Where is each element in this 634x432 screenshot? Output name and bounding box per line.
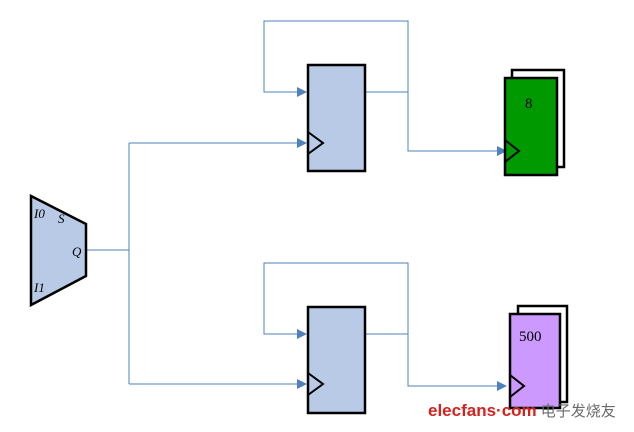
counter-8-front-sheet: [503, 76, 559, 177]
register-top-clock-triangle: [307, 131, 325, 155]
wire-bottom-to-counter: [407, 334, 507, 391]
counter-8-clock-triangle: [504, 139, 521, 163]
mux-output-label: Q: [72, 244, 82, 259]
wire-top-feedback: [263, 20, 409, 97]
register-top-body: [306, 63, 367, 173]
register-bottom-body: [306, 305, 367, 415]
wire-bottom-feedback: [263, 262, 409, 339]
mux-body: [29, 193, 88, 308]
counter-500-value: 500: [519, 329, 542, 345]
counter-500-front-sheet: [508, 312, 562, 410]
watermark-suffix: com: [501, 401, 537, 420]
counter-8-value: 8: [525, 96, 533, 112]
counter-500: 500: [508, 304, 569, 410]
watermark-dot: ·: [496, 401, 502, 420]
wire-top-to-counter: [407, 92, 507, 156]
watermark-chinese: 电子发烧友: [540, 402, 616, 420]
register-bottom-clock-triangle: [307, 372, 325, 396]
mux-input0-label: I0: [33, 206, 45, 221]
watermark-brand: elecfans: [428, 401, 497, 420]
mux-input1-label: I1: [33, 280, 45, 295]
counter-8: 8: [503, 68, 566, 177]
mux-select-label: S: [58, 211, 65, 226]
wires: [86, 20, 507, 391]
multiplexer: I0 S Q I1: [29, 193, 88, 308]
register-bottom: [306, 305, 367, 415]
register-top: [306, 63, 367, 173]
counter-500-clock-triangle: [509, 374, 526, 398]
